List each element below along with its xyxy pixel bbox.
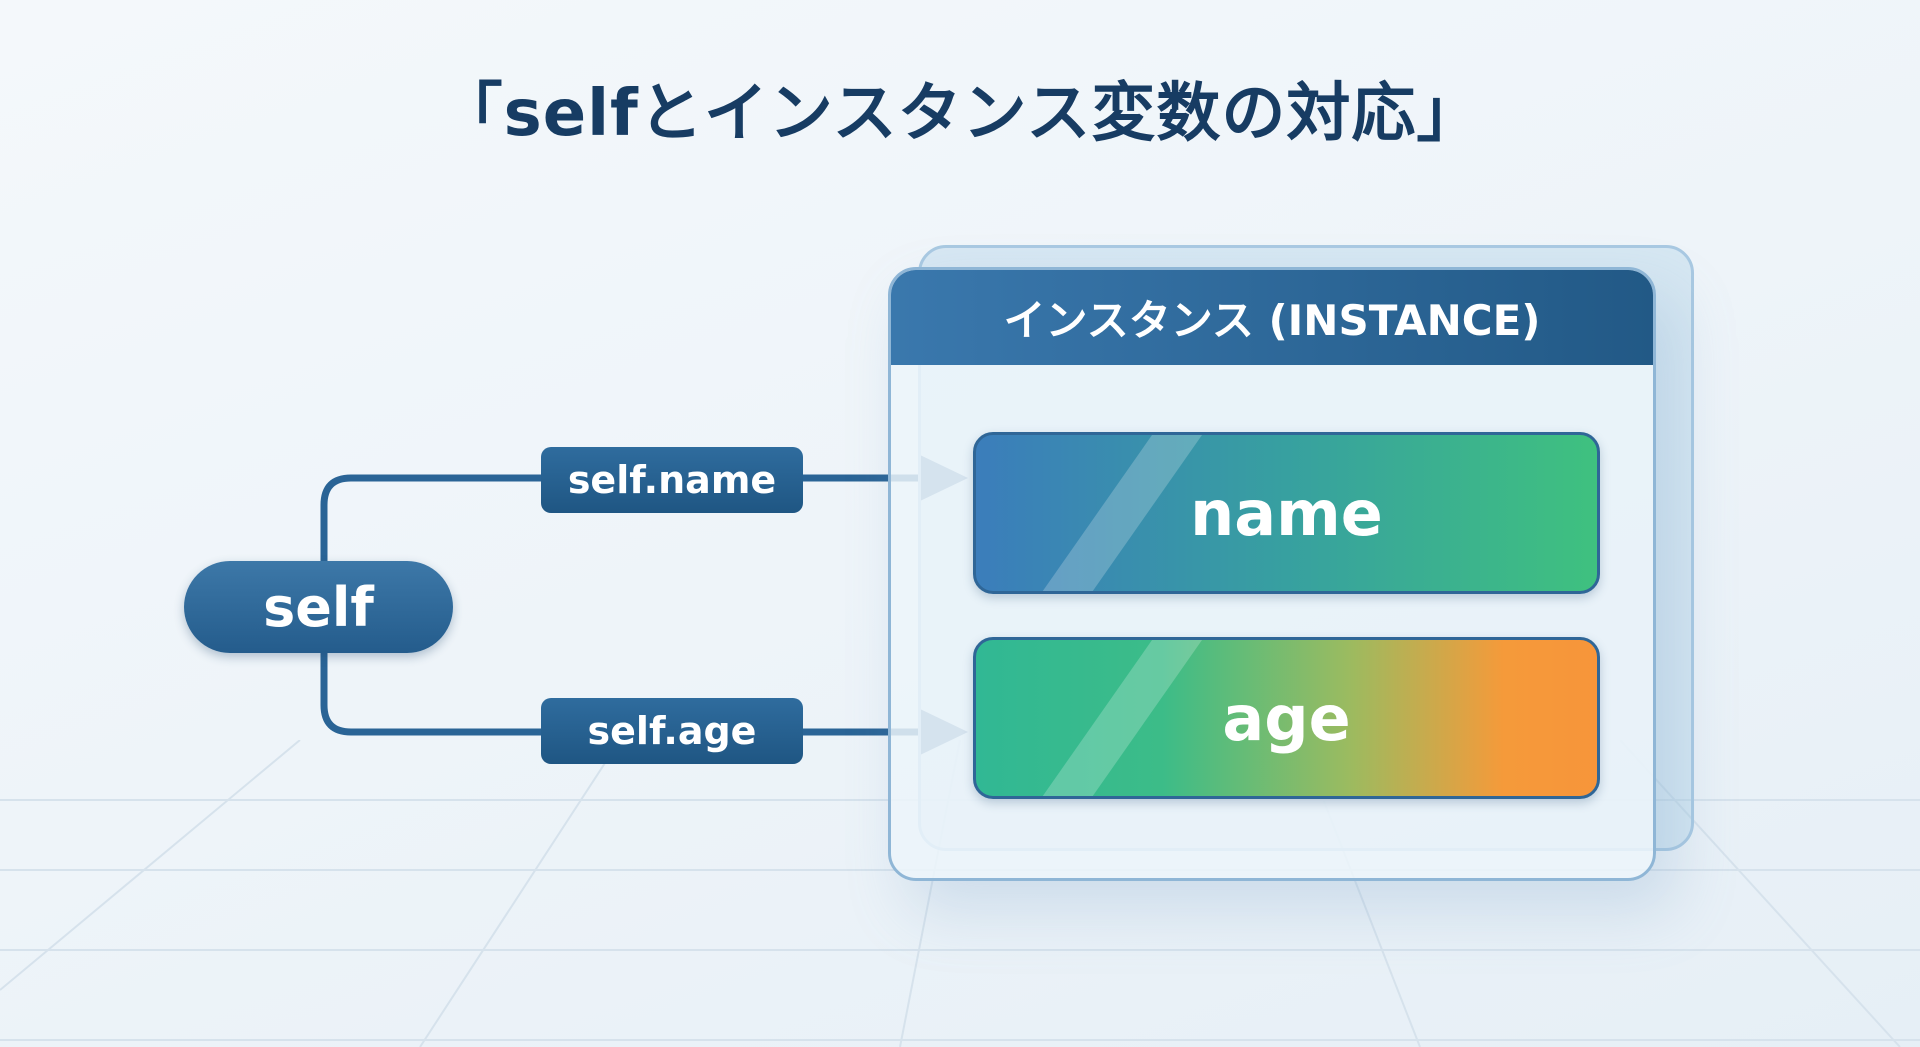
- field-name: name: [973, 432, 1600, 594]
- self-node: self: [184, 561, 453, 653]
- self-name-label: self.name: [541, 447, 803, 513]
- field-age: age: [973, 637, 1600, 799]
- instance-header: インスタンス (INSTANCE): [891, 270, 1653, 365]
- field-name-label: name: [1190, 476, 1383, 550]
- self-age-label: self.age: [541, 698, 803, 764]
- field-age-label: age: [1222, 681, 1351, 755]
- page-title: 「selfとインスタンス変数の対応」: [438, 77, 1482, 151]
